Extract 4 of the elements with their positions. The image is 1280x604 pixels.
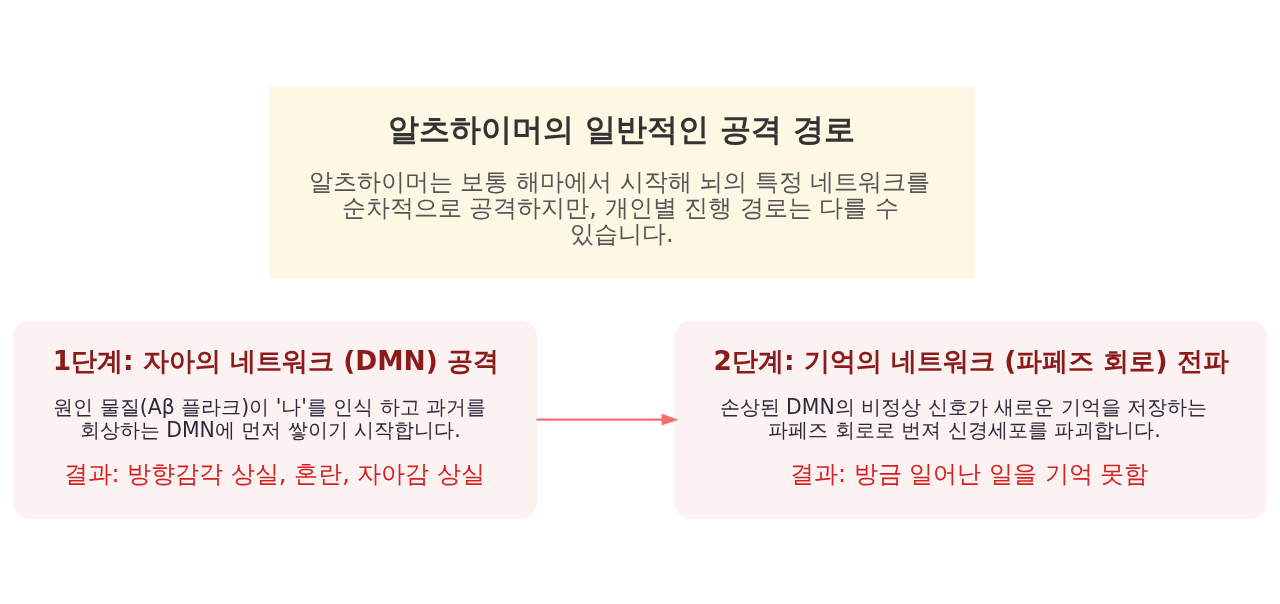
arrow: [536, 413, 679, 426]
node-box: 2단계: 기억의 네트워크 (파페즈 회로) 전파 손상된 DMN의 비정상 신호가 새로운 기억을 저장하는 파페즈 회로로 번져 신경세포를 파괴합니다. 결과: 방금 일어난 일을 기억 못함: [674, 320, 1267, 519]
node-box: 1단계: 자아의 네트워크 (DMN) 공격 원인 물질(Aβ 플라크)이 '나'를 인식 하고 과거를 회상하는 DMN에 먼저 쌓이기 시작합니다. 결과: 방향감각 상실, 혼란, 자아감 상실: [13, 320, 537, 519]
node-box: 알츠하이머의 일반적인 공격 경로 알츠하이머는 보통 해마에서 시작해 뇌의 특정 네트워크를 순차적으로 공격하지만, 개인별 진행 경로는 다를 수 있습니다.: [269, 85, 976, 278]
